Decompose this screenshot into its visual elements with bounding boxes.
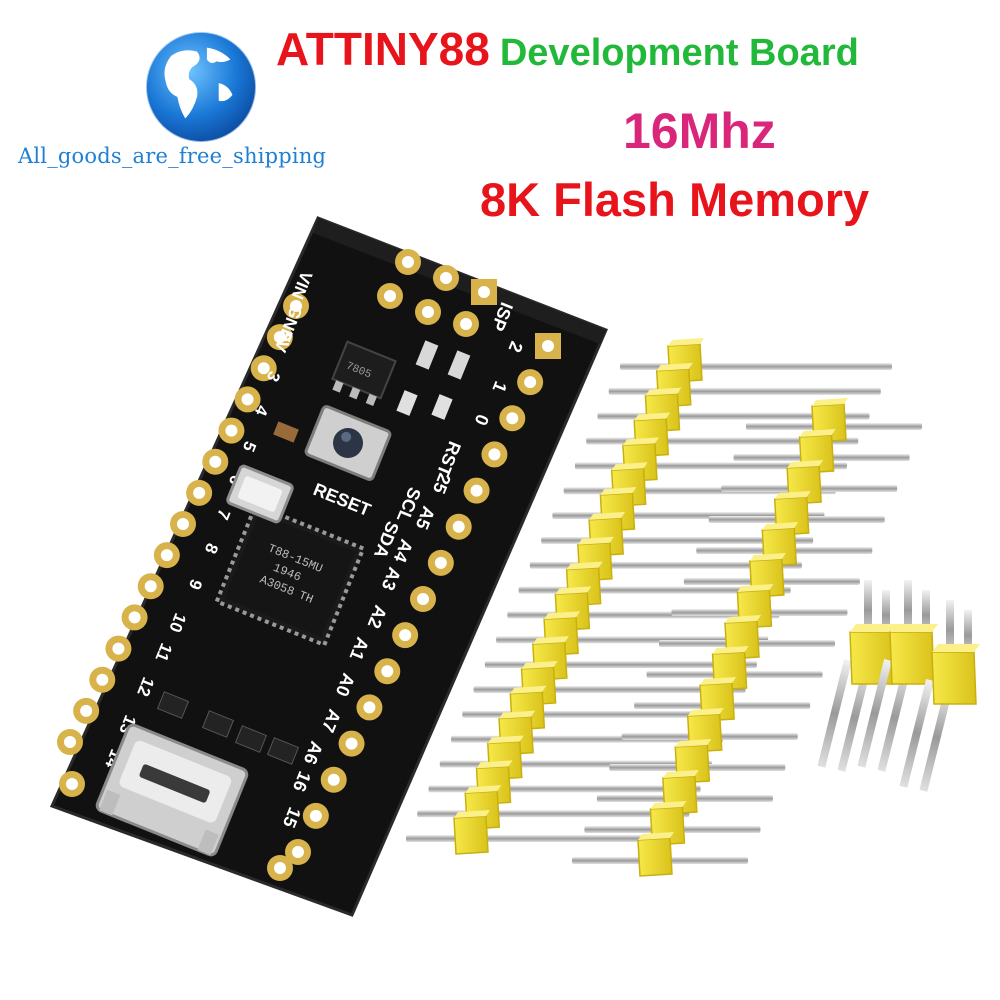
pin-header-long-1	[406, 338, 892, 855]
reset-button	[304, 405, 392, 481]
chip-line-4: TH	[297, 588, 316, 606]
isp-pads	[377, 249, 497, 337]
pin-pads-left: VINGND5V34567891011121314	[57, 269, 316, 772]
micro-usb-port	[95, 723, 249, 857]
smd-components	[156, 340, 471, 765]
shop-tagline: All_goods_are_free_shipping	[18, 144, 327, 168]
frequency-label: 16Mhz	[623, 103, 776, 159]
brand-name: ATTINY88	[276, 23, 490, 75]
voltage-regulator: 7805	[331, 340, 397, 407]
pin-header-long-2	[572, 398, 922, 877]
globe-icon	[144, 30, 258, 144]
product-subtitle: Development Board	[499, 32, 859, 74]
memory-label: 8K Flash Memory	[480, 173, 870, 226]
crystal-oscillator	[226, 464, 294, 524]
pin-label-left: 11	[152, 641, 176, 665]
pin-header-2x3	[817, 580, 980, 792]
